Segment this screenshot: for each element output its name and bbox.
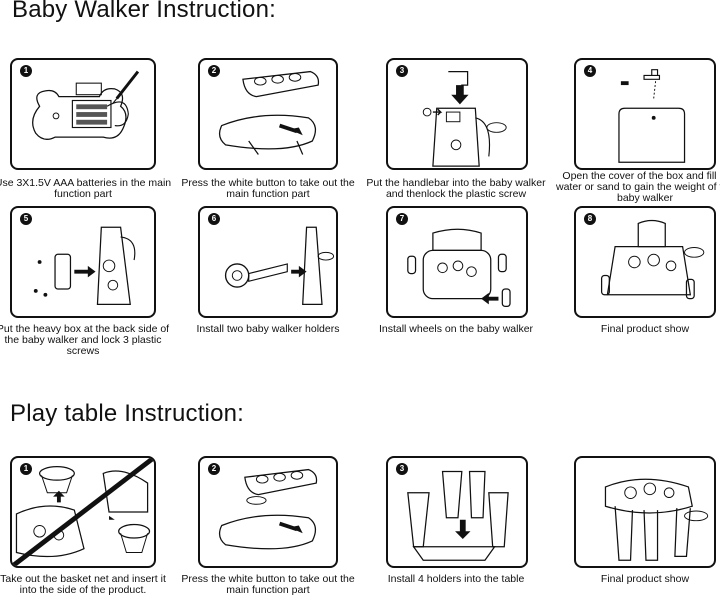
table-step-2-panel: 2 [198,456,338,568]
heavy-box-attach-illustration [33,226,136,306]
table-final-panel [574,456,716,568]
step-number: 8 [584,213,596,225]
table-step-3-caption: Install 4 holders into the table [387,573,525,585]
walker-step-4-panel: 4 [574,58,716,170]
holders-install-illustration [224,226,335,306]
play-table-heading: Play table Instruction: [10,400,245,427]
remove-function-part-illustration [218,70,320,155]
table-step-2-caption: Press the white button to take out the m… [181,573,355,596]
walker-step-6-panel: 6 [198,206,338,318]
table-step-3-panel: 3 [386,456,528,568]
walker-step-1-caption: Use 3X1.5V AAA batteries in the main fun… [0,177,172,200]
table-remove-function-part-illustration [218,468,318,550]
wheels-install-illustration [407,228,511,307]
walker-step-3-caption: Put the handlebar into the baby walker a… [366,177,546,200]
handlebar-install-illustration [422,70,507,167]
step-number: 5 [20,213,32,225]
walker-step-6-caption: Install two baby walker holders [196,323,340,335]
step-number: 1 [20,463,32,475]
table-final-product-illustration [604,478,709,561]
walker-step-1-panel: 1 [10,58,156,170]
step-number: 3 [396,463,408,475]
table-final-caption: Final product show [600,573,690,585]
walker-final-product-illustration [600,219,705,300]
table-step-1-panel: 1 [10,456,156,568]
table-step-1-caption: Take out the basket net and insert it in… [0,573,166,596]
walker-step-7-panel: 7 [386,206,528,318]
step-number: 1 [20,65,32,77]
weight-box-fill-illustration [618,69,686,163]
walker-step-3-panel: 3 [386,58,528,170]
walker-step-4-caption: Open the cover of the box and fill in wa… [555,170,720,204]
walker-step-8-panel: 8 [574,206,716,318]
walker-step-7-caption: Install wheels on the baby walker [378,323,534,335]
step-number: 6 [208,213,220,225]
step-number: 4 [584,65,596,77]
step-number: 2 [208,463,220,475]
walker-step-8-caption: Final product show [600,323,690,335]
basket-net-insert-illustration [12,458,154,566]
walker-step-5-panel: 5 [10,206,156,318]
baby-walker-heading: Baby Walker Instruction: [12,0,277,23]
step-number: 3 [396,65,408,77]
walker-step-2-panel: 2 [198,58,338,170]
step-number: 7 [396,213,408,225]
step-number: 2 [208,65,220,77]
holders-into-table-illustration [407,470,509,561]
walker-step-5-caption: Put the heavy box at the back side of th… [0,323,170,357]
walker-step-2-caption: Press the white button to take out the m… [181,177,355,200]
battery-compartment-illustration [32,70,140,140]
